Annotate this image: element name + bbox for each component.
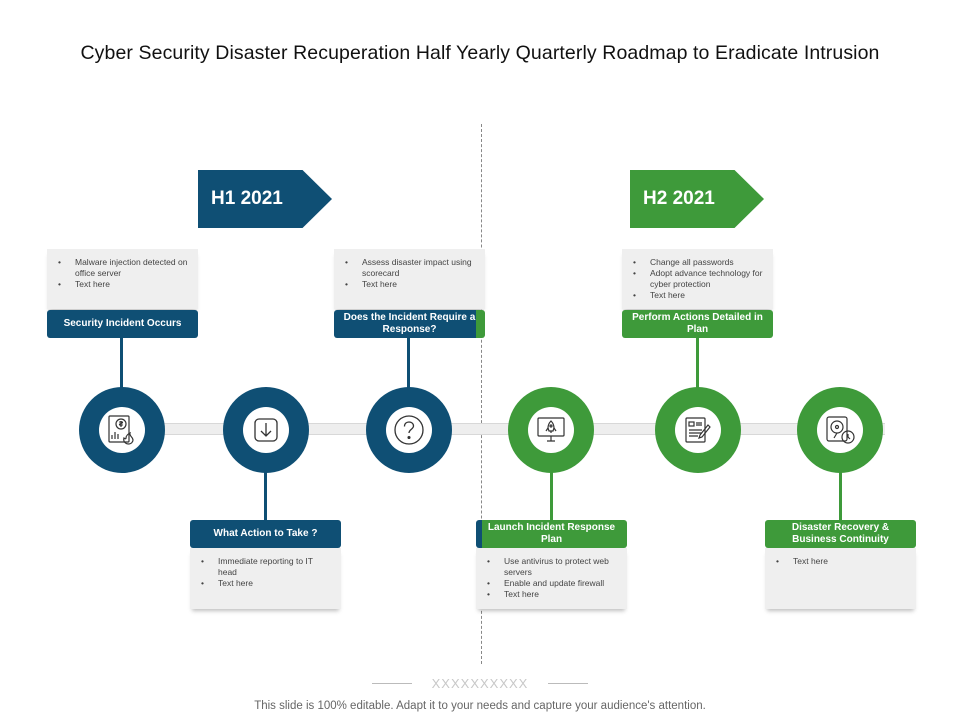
step-6-card: Text here (765, 548, 916, 609)
step-6-label: Disaster Recovery & Business Continuity (765, 520, 916, 548)
step-3-node (366, 387, 452, 473)
step-4-bullet-2: Enable and update firewall (487, 578, 619, 589)
step-1-bullet-1: Malware injection detected on office ser… (58, 257, 190, 279)
invoice-fire-icon (108, 415, 134, 445)
step-5-bullet-2: Adopt advance technology for cyber prote… (633, 268, 765, 290)
step-4-stem (550, 472, 553, 520)
step-4-node (508, 387, 594, 473)
step-5-bullet-1: Change all passwords (633, 257, 765, 268)
step-2-bullet-2: Text here (201, 578, 333, 589)
footer-rule-right (548, 683, 588, 684)
step-2-card: Immediate reporting to IT head Text here (190, 548, 341, 609)
step-2-node (223, 387, 309, 473)
h1-tag-label: H1 2021 (211, 188, 283, 209)
document-pencil-icon (685, 417, 711, 443)
step-5-bullet-3: Text here (633, 290, 765, 301)
page-title: Cyber Security Disaster Recuperation Hal… (80, 42, 880, 64)
step-5-card: Change all passwords Adopt advance techn… (622, 249, 773, 309)
step-5-label: Perform Actions Detailed in Plan (622, 310, 773, 338)
step-3-stem (407, 338, 410, 388)
step-1-stem (120, 338, 123, 388)
rocket-monitor-icon (537, 417, 565, 442)
h2-tag-label: H2 2021 (643, 188, 715, 209)
step-6-node (797, 387, 883, 473)
step-3-bullet-1: Assess disaster impact using scorecard (345, 257, 477, 279)
h1-tag: H1 2021 (198, 170, 332, 228)
step-6-stem (839, 472, 842, 520)
h2-tag: H2 2021 (630, 170, 764, 228)
step-1-bullet-2: Text here (58, 279, 190, 290)
step-3-bullet-2: Text here (345, 279, 477, 290)
step-1-node (79, 387, 165, 473)
footer-text: This slide is 100% editable. Adapt it to… (254, 700, 706, 712)
half-year-divider (481, 124, 482, 664)
step-3-card: Assess disaster impact using scorecard T… (334, 249, 485, 309)
step-6-bullet-1: Text here (776, 556, 908, 567)
footer-mark: XXXXXXXXXX (431, 676, 529, 691)
step-2-stem (264, 472, 267, 520)
step-3-label: Does the Incident Require a Response? (334, 310, 485, 338)
disk-recovery-icon (826, 416, 855, 444)
step-5-stem (696, 338, 699, 388)
step-1-label: Security Incident Occurs (47, 310, 198, 338)
footer-rule-left (372, 683, 412, 684)
step-5-node (655, 387, 741, 473)
h1-tag-underline (198, 226, 282, 228)
step-2-label: What Action to Take ? (190, 520, 341, 548)
step-2-bullet-1: Immediate reporting to IT head (201, 556, 333, 578)
question-mark-icon (394, 415, 424, 445)
timeline-bar (80, 423, 885, 435)
download-arrow-icon (254, 418, 278, 442)
step-4-card: Use antivirus to protect web servers Ena… (476, 548, 627, 609)
step-4-bullet-3: Text here (487, 589, 619, 600)
step-4-bullet-1: Use antivirus to protect web servers (487, 556, 619, 578)
step-1-card: Malware injection detected on office ser… (47, 249, 198, 309)
h2-tag-underline (630, 226, 714, 228)
step-4-label: Launch Incident Response Plan (476, 520, 627, 548)
